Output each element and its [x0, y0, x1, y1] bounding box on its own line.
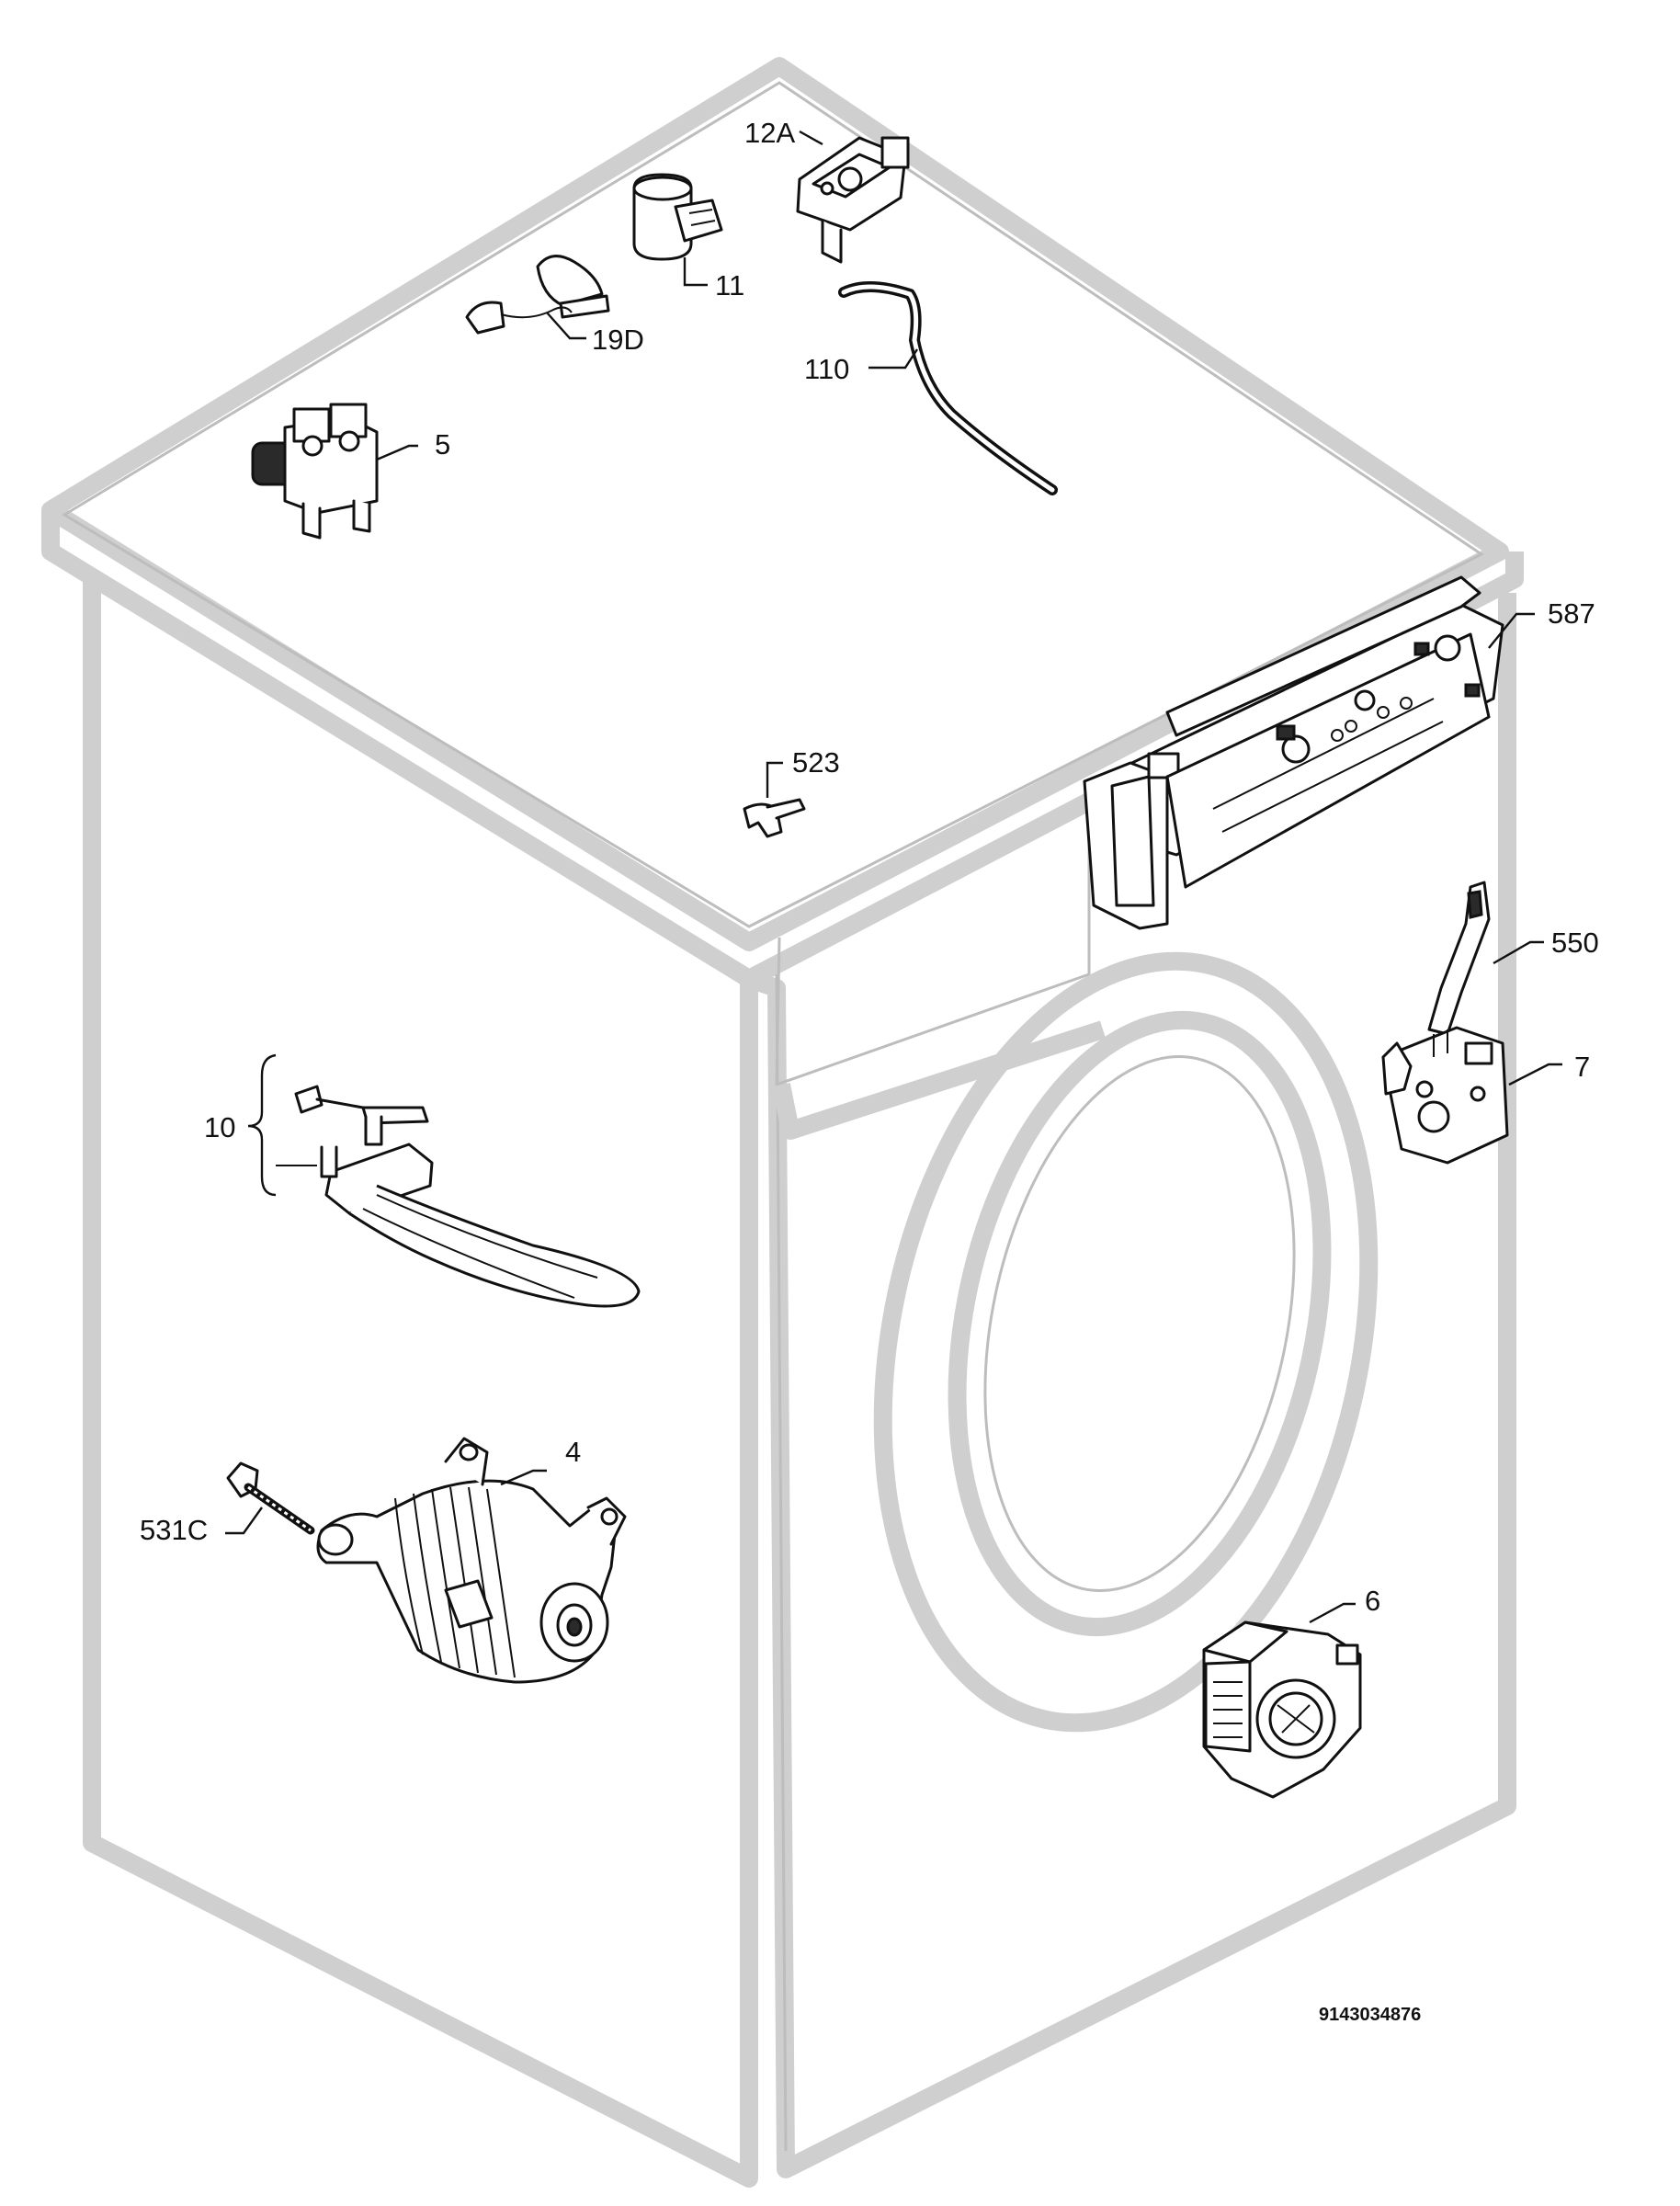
callout-7: 7 — [1574, 1051, 1590, 1083]
leader-10-brace — [247, 1053, 277, 1197]
part-531C-screw — [226, 1461, 315, 1535]
control-panel-recess — [775, 809, 1091, 1087]
callout-11: 11 — [715, 269, 744, 301]
door-inner-ring — [948, 1010, 1332, 1637]
cabinet-front-edge — [775, 973, 788, 2152]
leader-587 — [1488, 612, 1535, 649]
part-550-door-handle — [1427, 881, 1491, 1036]
callout-531C: 531C — [140, 1514, 208, 1546]
part-110-hose — [838, 280, 1058, 495]
part-110-hose-core — [841, 284, 1055, 493]
leader-7 — [1508, 1063, 1562, 1086]
part-7-door-lock — [1381, 1026, 1509, 1165]
callout-110: 110 — [804, 353, 849, 385]
callout-587: 587 — [1548, 597, 1595, 630]
part-11-capacitor — [632, 173, 723, 261]
callout-4: 4 — [565, 1436, 581, 1468]
callout-12A: 12A — [744, 117, 795, 149]
cabinet-front — [745, 593, 1516, 2178]
part-587-electronic-module — [1083, 575, 1504, 930]
leader-523 — [766, 761, 783, 798]
cabinet-top-inner — [62, 81, 1484, 928]
leader-6 — [1309, 1602, 1356, 1624]
door-glass — [983, 1055, 1296, 1592]
callout-10: 10 — [204, 1111, 235, 1143]
machine-cabinet — [41, 57, 1524, 2188]
callout-5: 5 — [435, 428, 450, 461]
part-523-clip — [743, 798, 806, 838]
leader-550 — [1493, 940, 1544, 965]
callout-19D: 19D — [592, 324, 644, 356]
leader-531C — [225, 1507, 263, 1535]
leader-12A — [799, 130, 823, 146]
callout-550: 550 — [1551, 927, 1599, 959]
leader-19D — [546, 312, 586, 340]
part-12A-pressure-switch — [796, 136, 910, 264]
cabinet-top-edge — [41, 57, 1509, 951]
cabinet-left-side — [83, 579, 758, 2188]
part-5-inlet-valve — [251, 403, 379, 540]
document-number: 9143034876 — [1319, 2005, 1421, 2025]
control-panel-ledge — [772, 1020, 1107, 1140]
door-outer-ring — [873, 951, 1379, 1733]
leader-110 — [868, 348, 919, 370]
part-19D-sensor — [465, 255, 610, 335]
leader-5 — [376, 444, 418, 461]
callout-6: 6 — [1365, 1585, 1380, 1617]
callout-523: 523 — [792, 746, 840, 779]
part-6-sensor-module — [1202, 1620, 1362, 1799]
part-4-drain-pump — [316, 1437, 627, 1684]
part-10-heating-element — [276, 1085, 641, 1308]
leader-11 — [683, 257, 708, 287]
leader-4 — [500, 1469, 547, 1486]
